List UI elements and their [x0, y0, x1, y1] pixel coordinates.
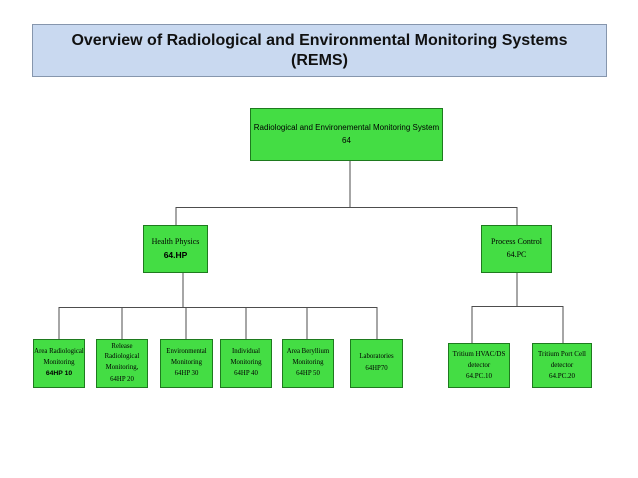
org-node-name: Area Radiological Monitoring: [34, 348, 84, 366]
org-node-rems-root: Radiological and Environemental Monitori…: [250, 108, 443, 161]
org-node-code: 64HP 50: [296, 370, 320, 378]
org-node-code: 64HP 10: [45, 370, 73, 378]
org-node-name: Area Beryllium Monitoring: [286, 348, 330, 366]
org-node-code: 64.PC: [506, 250, 527, 259]
org-node-process-control: Process Control 64.PC: [481, 225, 552, 273]
org-node-name: Individual Monitoring: [230, 348, 262, 366]
org-node-area-radiological-monitoring: Area Radiological Monitoring 64HP 10: [33, 339, 85, 388]
org-node-name: Laboratories: [359, 353, 394, 361]
org-node-name: Health Physics: [151, 236, 200, 246]
org-node-name: Radiological and Environemental Monitori…: [253, 122, 440, 132]
org-node-tritium-hvac-ds-detector: Tritium HVAC/DS detector 64.PC.10: [448, 343, 510, 388]
org-node-name: Release Radiological Monitoring,: [104, 342, 140, 371]
org-node-code: 64HP70: [365, 365, 388, 372]
org-node-individual-monitoring: Individual Monitoring 64HP 40: [220, 339, 272, 388]
org-node-area-beryllium-monitoring: Area Beryllium Monitoring 64HP 50: [282, 339, 334, 388]
slide-title: Overview of Radiological and Environment…: [71, 31, 568, 69]
org-node-environmental-monitoring: Environmental Monitoring 64HP 30: [160, 339, 213, 388]
org-node-name: Tritium Port Cell detector: [538, 349, 586, 369]
org-node-code: 64.HP: [163, 249, 188, 260]
org-node-code: 64HP 30: [174, 370, 199, 378]
org-node-code: 64: [342, 135, 351, 145]
org-node-code: 64HP 40: [234, 370, 258, 378]
org-node-name: Environmental Monitoring: [166, 348, 207, 366]
org-node-code: 64HP 20: [110, 375, 134, 383]
org-node-name: Tritium HVAC/DS detector: [452, 349, 506, 369]
org-node-code: 64.PC.10: [465, 372, 493, 381]
slide-title-banner: Overview of Radiological and Environment…: [32, 24, 607, 77]
org-node-release-radiological-monitoring: Release Radiological Monitoring, 64HP 20: [96, 339, 148, 388]
org-node-tritium-port-cell-detector: Tritium Port Cell detector 64.PC.20: [532, 343, 592, 388]
org-node-name: Process Control: [491, 237, 542, 247]
org-node-laboratories: Laboratories 64HP70: [350, 339, 403, 388]
org-node-code: 64.PC.20: [548, 372, 576, 381]
org-node-health-physics: Health Physics 64.HP: [143, 225, 208, 273]
